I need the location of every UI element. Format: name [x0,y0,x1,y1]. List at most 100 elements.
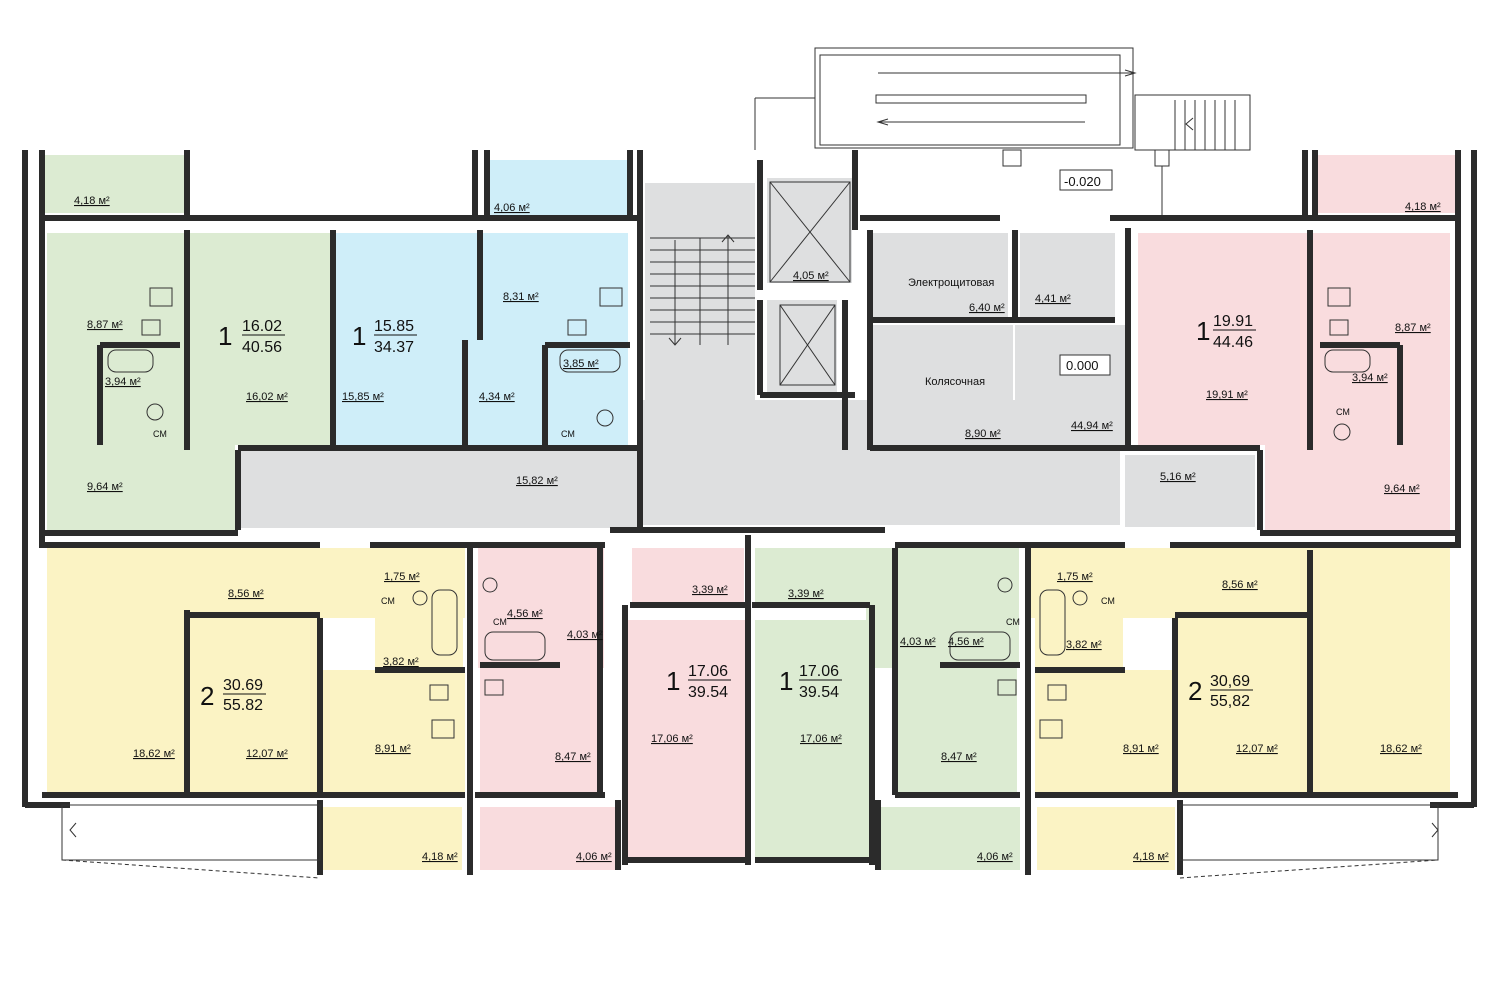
svg-text:17.06: 17.06 [688,663,728,680]
room-area: 8,47 м² [555,751,591,763]
room-area: 12,07 м² [246,748,288,760]
room-area: 8,56 м² [1222,579,1258,591]
apt-c-balcony [1313,155,1455,213]
apt-d-room-small [190,618,320,793]
wc-label: СМ [561,429,575,439]
apt-f-closet [755,548,867,604]
svg-text:30,69: 30,69 [1210,673,1250,690]
apt-d-bath [375,585,463,670]
entrance-porch [754,47,1251,215]
wc-label: СМ [493,617,507,627]
room-area: 4,18 м² [422,851,458,863]
apt-g-balcony [1037,807,1175,870]
apartment-label: 1 15.85 34.37 [352,318,417,356]
apt-a-living [190,233,332,445]
room-areas: 4,18 м² 8,87 м² 3,94 м² 9,64 м² 16,02 м²… [74,195,1441,863]
room-area: 4,34 м² [479,391,515,403]
wc-label: СМ [1336,407,1350,417]
room-area: 8,31 м² [503,291,539,303]
apt-e-balcony [480,807,620,870]
svg-text:2: 2 [200,681,214,711]
svg-text:1: 1 [1196,316,1210,346]
apt-d-room-big [47,548,187,793]
svg-text:55.82: 55.82 [223,697,263,714]
apt-b-living [335,233,465,445]
room-area: 8,90 м² [965,428,1001,440]
level-marks: 0.000 -0.020 [1059,174,1111,376]
room-fills [42,155,1455,870]
apartment-label: 1 16.02 40.56 [218,318,285,356]
svg-text:39.54: 39.54 [688,684,728,701]
room-area: 4,06 м² [977,851,1013,863]
room-area: 15,85 м² [342,391,384,403]
electrical-room [873,233,1008,317]
room-area: 44,94 м² [1071,420,1113,432]
apt-f-bath [944,548,1019,668]
level-outside: -0.020 [1064,174,1101,189]
room-area: 12,07 м² [1236,743,1278,755]
svg-text:19.91: 19.91 [1213,313,1253,330]
svg-text:30.69: 30.69 [223,677,263,694]
wc-labels: СМ СМ СМ СМ СМ СМ СМ [153,407,1350,627]
apt-g-room-big [1312,548,1450,793]
apt-d-balcony [322,807,462,870]
svg-text:1: 1 [218,321,232,351]
svg-text:39.54: 39.54 [799,684,839,701]
apt-a-balcony [42,155,184,213]
room-area: 4,18 м² [1133,851,1169,863]
apt-e-bath [478,548,556,668]
svg-text:16.02: 16.02 [242,318,282,335]
room-area: 3,85 м² [563,358,599,370]
room-area: 15,82 м² [516,475,558,487]
room-area: 5,16 м² [1160,471,1196,483]
wc-label: СМ [1101,596,1115,606]
apt-e-closet [632,548,744,604]
room-area: 4,06 м² [494,202,530,214]
room-area: 16,02 м² [246,391,288,403]
apartment-label: 2 30.69 55.82 [200,677,266,714]
room-area: 4,18 м² [1405,201,1441,213]
apartment-label: 1 17.06 39.54 [779,663,842,701]
room-area: 3,39 м² [788,588,824,600]
room-area: 4,18 м² [74,195,110,207]
svg-text:15.85: 15.85 [374,318,414,335]
room-area: 18,62 м² [1380,743,1422,755]
apt-f-balcony [880,807,1020,870]
room-area: 4,56 м² [507,608,543,620]
svg-text:44.46: 44.46 [1213,334,1253,351]
apartment-label: 1 19.91 44.46 [1196,313,1256,351]
electrical-room-label: Электрощитовая [908,277,994,289]
wc-label: СМ [153,429,167,439]
svg-text:34.37: 34.37 [374,339,414,356]
room-area: 4,41 м² [1035,293,1071,305]
apt-b-balcony [487,160,627,215]
apt-c-kitchen [1265,233,1450,530]
corridor [238,448,638,528]
room-area: 4,03 м² [567,629,603,641]
svg-text:40.56: 40.56 [242,339,282,356]
svg-text:1: 1 [666,666,680,696]
room-area: 8,91 м² [1123,743,1159,755]
svg-text:1: 1 [779,666,793,696]
room-area: 3,39 м² [692,584,728,596]
room-area: 6,40 м² [969,302,1005,314]
room-area: 19,91 м² [1206,389,1248,401]
room-area: 8,87 м² [87,319,123,331]
room-area: 8,47 м² [941,751,977,763]
apt-e-hall [556,548,604,668]
apt-g-room-small [1178,618,1308,793]
room-area: 9,64 м² [1384,483,1420,495]
room-area: 3,94 м² [1352,372,1388,384]
room-area: 4,05 м² [793,270,829,282]
wc-label: СМ [381,596,395,606]
apt-g-kitchen [1035,670,1175,793]
bottom-stairs [61,804,1439,879]
svg-text:17.06: 17.06 [799,663,839,680]
room-area: 1,75 м² [1057,571,1093,583]
room-area: 4,06 м² [576,851,612,863]
svg-text:55,82: 55,82 [1210,693,1250,710]
room-area: 9,64 м² [87,481,123,493]
walls [22,150,1477,875]
room-441 [1020,233,1115,317]
